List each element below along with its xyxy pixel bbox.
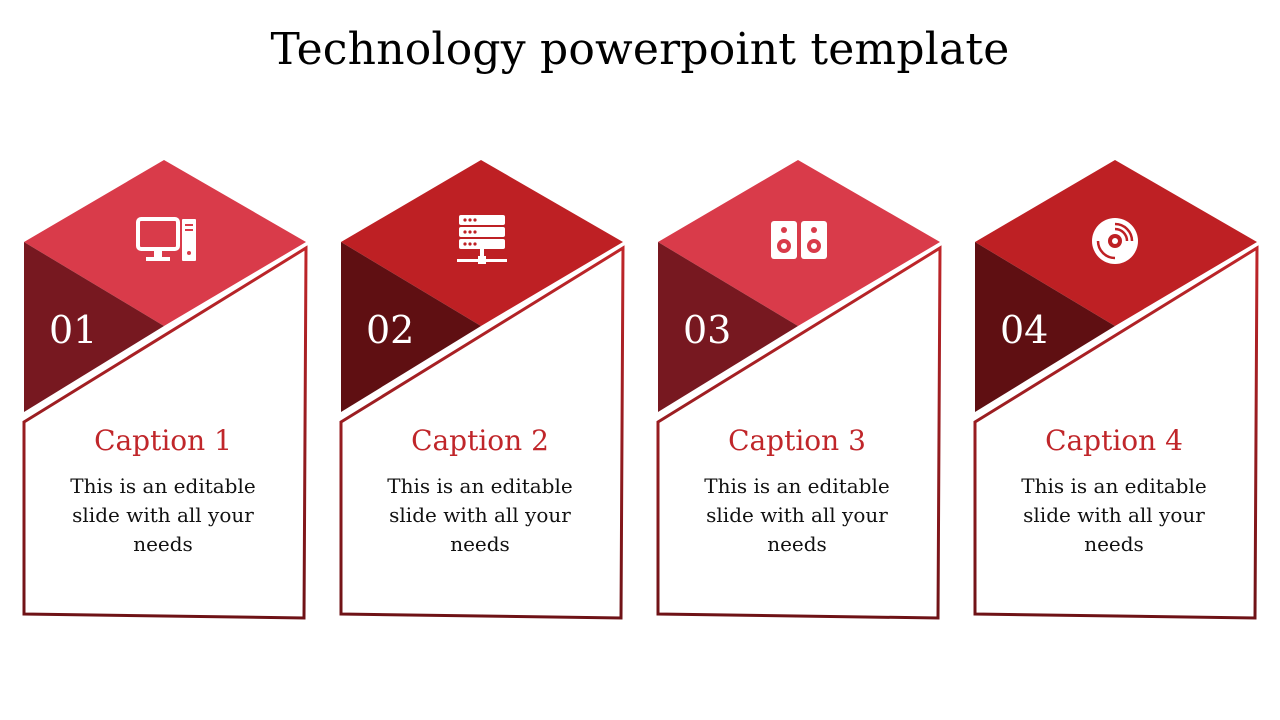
- speaker-icon: [771, 221, 827, 259]
- card-caption: Caption 3: [728, 424, 866, 457]
- card-1-shape: [22, 160, 308, 620]
- card-3: 03 Caption 3 This is an editable slide w…: [654, 158, 942, 624]
- card-3-shape: [656, 160, 942, 620]
- server-icon: [457, 215, 507, 264]
- disc-icon: [1092, 218, 1138, 264]
- card-description: This is an editable slide with all your …: [70, 474, 256, 556]
- card-number: 02: [366, 308, 415, 352]
- card-1: 01 Caption 1 This is an editable slide w…: [20, 158, 308, 624]
- card-number: 03: [683, 308, 732, 352]
- card-number: 04: [1000, 308, 1049, 352]
- card-description: This is an editable slide with all your …: [387, 474, 573, 556]
- computer-icon: [136, 217, 196, 261]
- card-2: 02 Caption 2 This is an editable slide w…: [337, 158, 625, 624]
- card-caption: Caption 1: [94, 424, 232, 457]
- card-number: 01: [49, 308, 98, 352]
- slide-title: Technology powerpoint template: [270, 24, 1010, 75]
- card-4: 04 Caption 4 This is an editable slide w…: [971, 158, 1259, 624]
- card-caption: Caption 2: [411, 424, 549, 457]
- card-description: This is an editable slide with all your …: [704, 474, 890, 556]
- card-description: This is an editable slide with all your …: [1021, 474, 1207, 556]
- card-caption: Caption 4: [1045, 424, 1183, 457]
